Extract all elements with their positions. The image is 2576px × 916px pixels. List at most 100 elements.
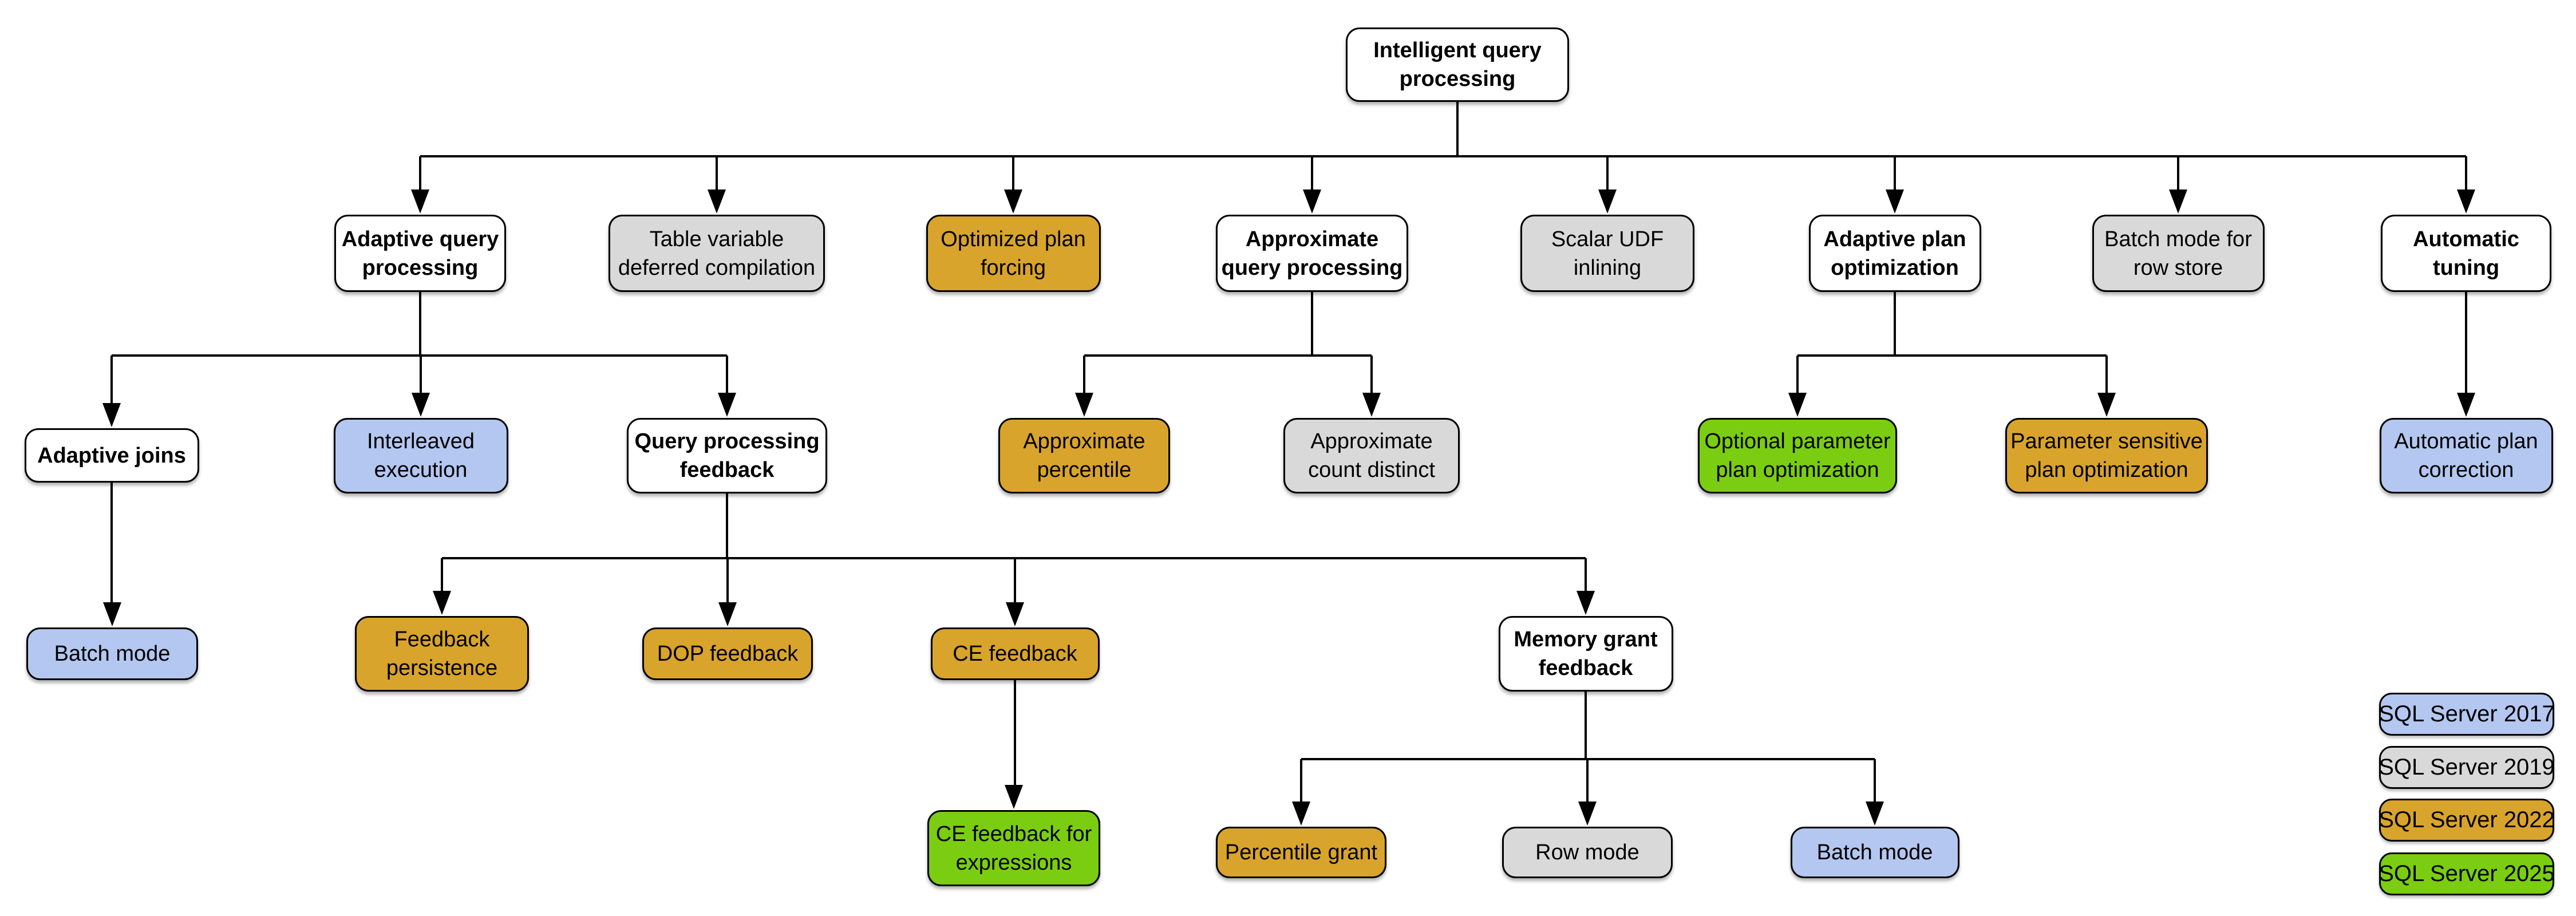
- edge-root-aqp-arrowhead-icon: [411, 189, 429, 214]
- legend-label: SQL Server 2017: [2379, 701, 2555, 727]
- node-label-line: Adaptive plan: [1823, 227, 1966, 251]
- node-label-line: Automatic: [2413, 227, 2519, 251]
- node-approximate-percentile: Approximate percentile: [998, 418, 1170, 493]
- node-label-line: Parameter sensitive: [2010, 429, 2203, 453]
- node-label-line: Optimized plan: [941, 227, 1086, 251]
- legend-sql-server-2017: SQL Server 2017: [2379, 693, 2555, 736]
- node-label-line: Automatic plan: [2394, 429, 2538, 453]
- node-label-line: Table variable: [649, 227, 784, 251]
- legend-label: SQL Server 2022: [2379, 807, 2555, 832]
- edge-root-apo-arrowhead-icon: [1886, 189, 1904, 214]
- edge-mgf: [1300, 692, 1876, 804]
- node-label-line: Query processing: [634, 429, 820, 453]
- edge-apo-oppo-arrowhead-icon: [1788, 393, 1807, 417]
- edge-root-at-arrowhead-icon: [2457, 189, 2475, 214]
- node-label-line: forcing: [980, 255, 1046, 280]
- node-adaptive-plan-optimization: Adaptive plan optimization: [1808, 215, 1981, 292]
- node-query-processing-feedback: Query processing feedback: [627, 418, 827, 493]
- node-label-line: CE feedback: [953, 642, 1077, 666]
- node-optional-parameter-plan-optimization: Optional parameter plan optimization: [1698, 418, 1897, 493]
- node-percentile-grant: Percentile grant: [1216, 827, 1386, 878]
- node-label-line: optimization: [1831, 255, 1959, 280]
- node-optimized-plan-forcing: Optimized plan forcing: [926, 215, 1101, 292]
- edge-approxqp: [1083, 292, 1373, 395]
- edge-root: [419, 102, 2467, 192]
- node-label-line: execution: [374, 458, 468, 482]
- legend-sql-server-2022: SQL Server 2022: [2379, 799, 2555, 842]
- node-label-line: Batch mode: [54, 642, 171, 666]
- edge-aj-bm1-arrowhead-icon: [103, 602, 121, 626]
- node-label-line: DOP feedback: [657, 642, 799, 666]
- node-label-line: row store: [2133, 255, 2223, 280]
- edge-aqp-ie-arrowhead-icon: [412, 393, 430, 417]
- node-approximate-query-processing: Approximate query processing: [1216, 215, 1408, 292]
- node-label-line: Adaptive joins: [37, 443, 186, 468]
- edge-cef-ceffe-arrowhead-icon: [1005, 785, 1023, 809]
- node-batch-mode: Batch mode: [1790, 827, 1959, 878]
- legend-label: SQL Server 2019: [2379, 755, 2555, 780]
- edge-root-approxqp-arrowhead-icon: [1303, 189, 1321, 214]
- node-label-line: Approximate: [1310, 429, 1433, 453]
- edge-apo-pspo-arrowhead-icon: [2097, 393, 2116, 417]
- edge-mgf-rm-arrowhead-icon: [1578, 802, 1597, 826]
- edge-apo: [1796, 292, 2108, 395]
- edge-qpf: [441, 493, 1587, 605]
- node-scalar-udf-inlining: Scalar UDF inlining: [1520, 215, 1694, 292]
- edge-root-sudf-arrowhead-icon: [1598, 189, 1617, 214]
- edge-qpf-fp-arrowhead-icon: [433, 591, 451, 615]
- node-label-line: Row mode: [1535, 840, 1639, 864]
- node-label-line: CE feedback for: [935, 822, 1092, 846]
- node-label-line: Intelligent query: [1373, 38, 1542, 62]
- node-label-line: Approximate: [1023, 429, 1145, 453]
- node-label-line: deferred compilation: [618, 255, 816, 280]
- node-label-line: percentile: [1037, 458, 1132, 482]
- node-label-line: plan optimization: [2025, 458, 2188, 482]
- node-label-line: Memory grant: [1514, 627, 1658, 652]
- edge-qpf-dop-arrowhead-icon: [718, 602, 737, 626]
- node-label-line: expressions: [955, 850, 1072, 875]
- node-label-line: plan optimization: [1716, 458, 1879, 482]
- legend-sql-server-2025: SQL Server 2025: [2379, 852, 2555, 895]
- edge-mgf-pg-arrowhead-icon: [1292, 802, 1310, 826]
- node-label-line: correction: [2418, 458, 2514, 482]
- node-label-line: count distinct: [1308, 458, 1435, 482]
- node-label-line: inlining: [1573, 255, 1642, 280]
- node-row-mode: Row mode: [1502, 827, 1673, 878]
- legend-label: SQL Server 2025: [2379, 861, 2555, 886]
- node-label-line: tuning: [2432, 255, 2500, 280]
- node-adaptive-joins: Adaptive joins: [24, 428, 199, 483]
- node-table-variable-deferred-compilation: Table variable deferred compilation: [609, 215, 825, 292]
- node-label-line: Optional parameter: [1704, 429, 1891, 453]
- node-label-line: persistence: [386, 656, 498, 680]
- edge-aqp-qpf-arrowhead-icon: [718, 393, 736, 417]
- edge-qpf-mgf-arrowhead-icon: [1577, 591, 1595, 615]
- node-memory-grant-feedback: Memory grant feedback: [1498, 616, 1673, 692]
- edge-aqp-aj-arrowhead-icon: [102, 403, 121, 427]
- edge-aqp: [110, 292, 728, 405]
- node-label-line: Adaptive query: [341, 227, 499, 251]
- node-label-line: Scalar UDF: [1551, 227, 1664, 251]
- node-automatic-tuning: Automatic tuning: [2381, 215, 2551, 292]
- edge-mgf-bm2-arrowhead-icon: [1866, 802, 1884, 826]
- node-parameter-sensitive-plan-optimization: Parameter sensitive plan optimization: [2005, 418, 2208, 493]
- node-label-line: Approximate: [1245, 227, 1379, 251]
- node-approximate-count-distinct: Approximate count distinct: [1283, 418, 1460, 493]
- node-label-line: feedback: [679, 458, 775, 482]
- node-ce-feedback: CE feedback: [930, 627, 1100, 680]
- edge-root-bmrs-arrowhead-icon: [2169, 189, 2187, 214]
- node-label-line: Interleaved: [366, 429, 475, 453]
- node-label-line: feedback: [1538, 656, 1633, 680]
- node-automatic-plan-correction: Automatic plan correction: [2379, 418, 2553, 493]
- edge-at-apc-arrowhead-icon: [2457, 393, 2475, 417]
- edge-approxqp-ap-arrowhead-icon: [1075, 393, 1093, 417]
- edge-root-tvdc-arrowhead-icon: [708, 189, 726, 214]
- node-ce-feedback-for-expressions: CE feedback for expressions: [927, 810, 1100, 886]
- node-label-line: query processing: [1221, 255, 1403, 280]
- edge-approxqp-acd-arrowhead-icon: [1362, 393, 1381, 417]
